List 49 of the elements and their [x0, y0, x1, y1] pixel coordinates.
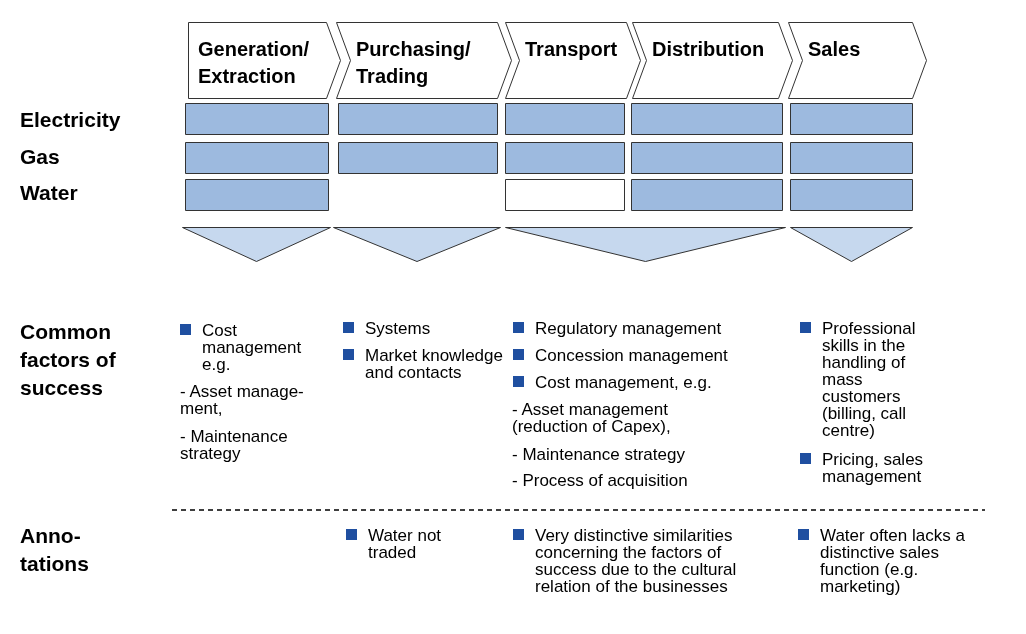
bullet-text: Systems — [365, 320, 432, 337]
bullet-text: - Asset management (reduction of Capex), — [512, 401, 672, 435]
bullet-text: Regulatory management — [535, 320, 723, 337]
matrix-bar — [185, 103, 328, 134]
stage-banner — [188, 22, 340, 98]
funnel-triangle — [790, 227, 912, 261]
funnel-triangle — [505, 227, 785, 261]
stage-title: Transport — [525, 37, 619, 62]
funnel-triangle — [333, 227, 500, 261]
stage-banner — [336, 22, 511, 98]
stage-banner — [632, 22, 792, 98]
matrix-bar — [790, 142, 912, 173]
matrix-bar — [631, 142, 782, 173]
matrix-bar — [505, 103, 624, 134]
matrix-bar — [790, 179, 912, 210]
matrix-bar — [338, 103, 497, 134]
stage-title: Purchasing/ Trading — [356, 37, 472, 89]
row-heading: Gas — [20, 144, 61, 170]
bullet-text: - Asset manage- ment, — [180, 383, 305, 417]
bullet-text: Professional skills in the handling of mass customers (billing, call centre) — [822, 320, 917, 439]
bullet-text: Cost management e.g. — [202, 322, 303, 373]
bullet-text: - Maintenance strategy — [180, 428, 289, 462]
bullet-text: Water not traded — [368, 527, 443, 561]
bullet-text: Water often lacks a distinctive sales function (e.g. marketing) — [820, 527, 966, 595]
bullet-text: - Maintenance strategy — [512, 446, 686, 463]
matrix-bar — [631, 179, 782, 210]
bullet-text: Market knowledge and contacts — [365, 347, 504, 381]
bullet-text: Pricing, sales management — [822, 451, 925, 485]
bullet-text: - Process of acquisition — [512, 472, 689, 489]
row-heading: Water — [20, 180, 79, 206]
stage-title: Sales — [808, 37, 862, 62]
funnel-triangle — [182, 227, 330, 261]
row-heading: Anno- tations — [20, 523, 90, 577]
bullet-text: Very distinctive similarities concerning the factors of success due to the cultural relation of the businesses — [535, 527, 738, 595]
row-heading: Electricity — [20, 107, 122, 133]
bullet-text: Concession management — [535, 347, 729, 364]
stage-title: Distribution — [652, 37, 766, 62]
stage-banner — [505, 22, 640, 98]
matrix-bar — [790, 103, 912, 134]
matrix-bar — [505, 142, 624, 173]
matrix-bar — [338, 142, 497, 173]
matrix-bar — [185, 142, 328, 173]
matrix-bar — [631, 103, 782, 134]
bullet-text: Cost management, e.g. — [535, 374, 713, 391]
stage-title: Generation/ Extraction — [198, 37, 311, 89]
matrix-bar — [505, 179, 624, 210]
stage-banner — [788, 22, 926, 98]
row-heading: Common factors of success — [20, 319, 117, 401]
matrix-bar — [185, 179, 328, 210]
